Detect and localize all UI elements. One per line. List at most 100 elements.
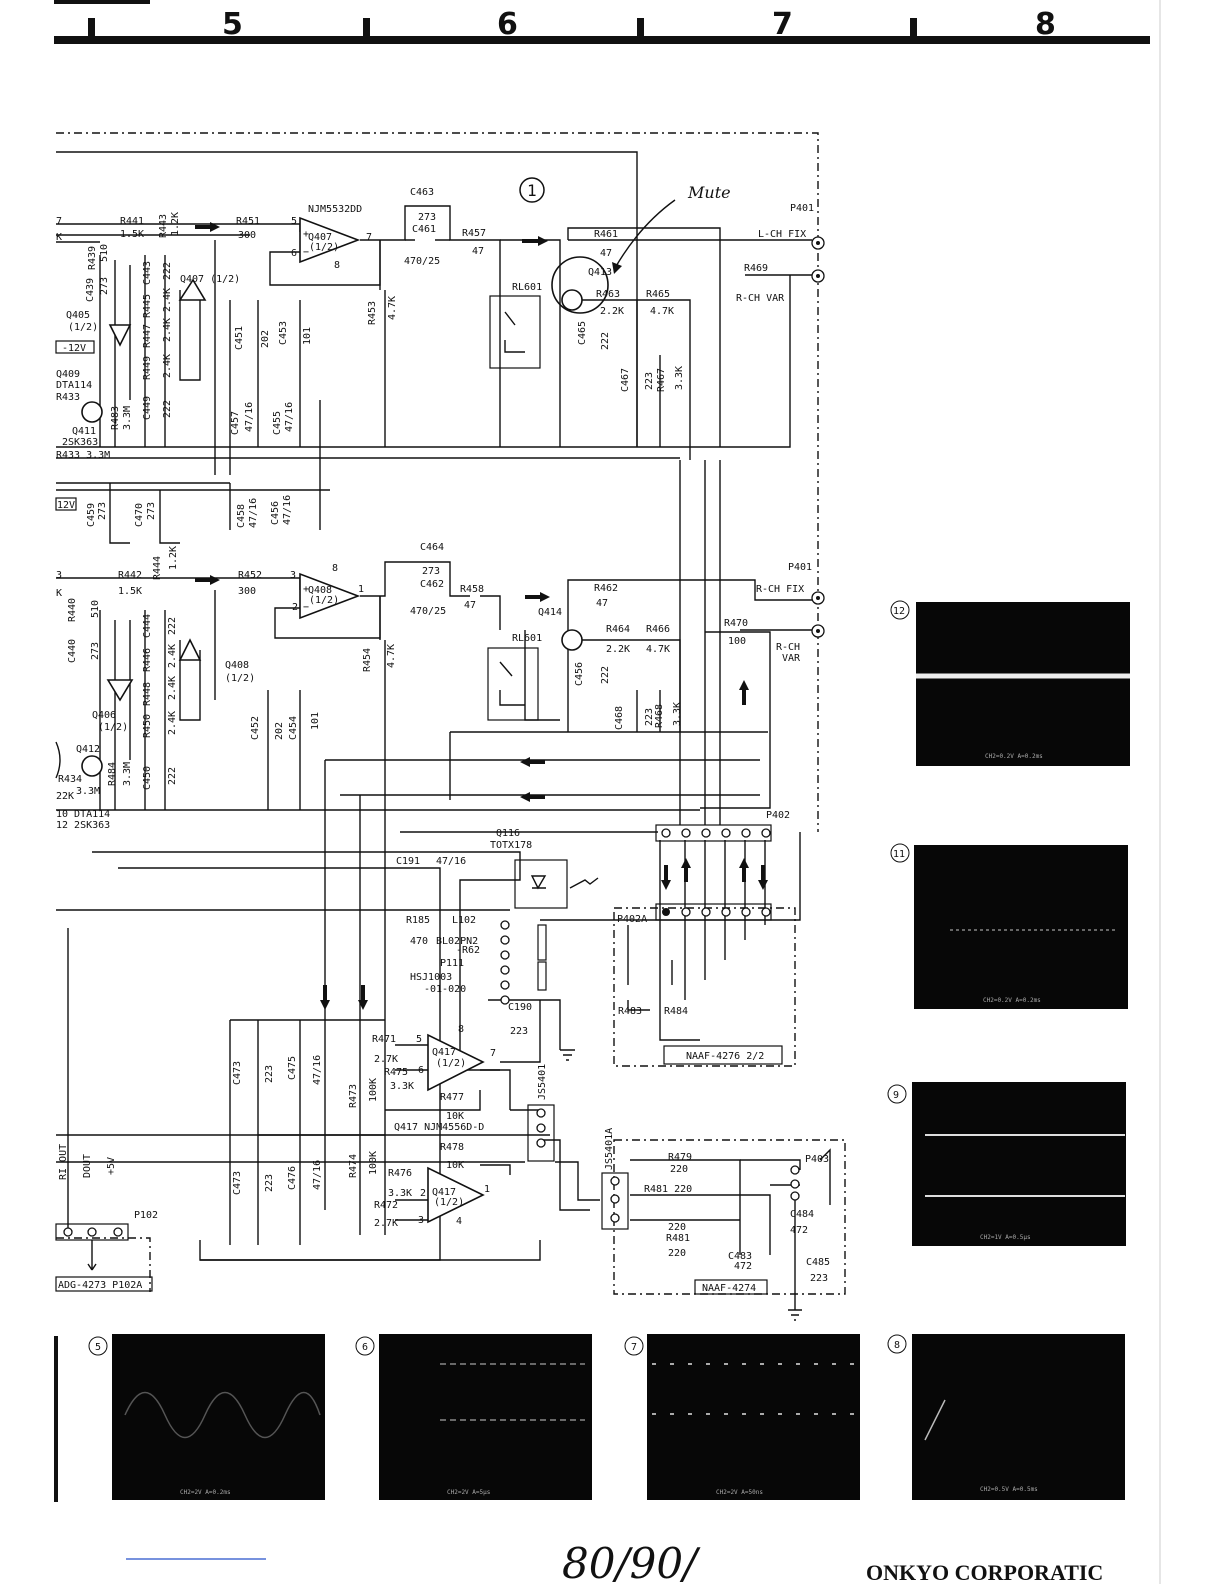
c464-ref: C464	[420, 542, 444, 553]
naaf-4276-label: NAAF-4276 2/2	[686, 1051, 764, 1062]
js5401a-ref: JS5401A	[604, 1128, 615, 1170]
svg-text:6: 6	[418, 1065, 424, 1076]
r484-val: 3.3M	[122, 762, 133, 786]
c440-ref: C440	[67, 639, 78, 663]
labels-bottom-channel: 3K R442 1.5K R444 1.2K R452 300 R440 510…	[56, 542, 812, 831]
q411-val: 2SK363	[62, 437, 98, 448]
r454-val: 4.7K	[386, 644, 397, 668]
transistor-q411	[81, 401, 103, 423]
c453-val: 101	[302, 327, 313, 345]
c467-val: 223	[644, 372, 655, 390]
c449-ref: C449	[142, 396, 153, 420]
c475-val: 47/16	[312, 1055, 323, 1085]
r453-val: 4.7K	[387, 296, 398, 320]
scope-9-mark: 9	[893, 1090, 899, 1101]
ic-q408-half: (1/2)	[309, 595, 339, 606]
r468-ref: R468	[654, 704, 665, 728]
r434-val2: 3.3M	[76, 786, 100, 797]
q411-ref: Q411	[72, 426, 96, 437]
rch-fix-label: R-CH FIX	[756, 584, 804, 595]
q408-half-ref: Q408	[225, 660, 249, 671]
r461-val: 47	[600, 248, 612, 259]
test-point-1: 1	[527, 181, 537, 200]
q413-ref: Q413	[588, 267, 612, 278]
c473b-ref: C473	[232, 1171, 243, 1195]
c455-val: 47/16	[284, 402, 295, 432]
ic-q408-ref: Q408	[308, 585, 332, 596]
mute-annotation	[612, 199, 676, 274]
q406-ref: Q406	[92, 710, 116, 721]
r463-val: 2.2K	[600, 306, 624, 317]
r449-ref: R449	[142, 356, 153, 380]
r450-ref: R450	[142, 714, 153, 738]
r476-val: 3.3K	[388, 1188, 412, 1199]
svg-text:7: 7	[490, 1048, 496, 1059]
c485-val: 223	[810, 1273, 828, 1284]
labels-top-channel: 7K R441 1.5K R443 1.2K R451 300 R439 510…	[55, 177, 814, 528]
r441-ref: R441	[120, 216, 144, 227]
svg-text:3: 3	[418, 1215, 424, 1226]
r447-ref: R447	[142, 324, 153, 348]
rs-out-label: RI OUT	[58, 1144, 69, 1180]
r467-val: 3.3K	[674, 366, 685, 390]
l102-val: BL02PN2	[436, 936, 478, 947]
c483-val: 472	[734, 1261, 752, 1272]
q417b-val: (1/2)	[434, 1197, 464, 1208]
hsj-val: -01-020	[424, 984, 466, 995]
c443-ref: C443	[142, 261, 153, 285]
c457-ref: C457	[230, 411, 241, 435]
r481b-ref: R481	[666, 1233, 690, 1244]
q412-ref: Q412	[76, 744, 100, 755]
c461-val: 470/25	[404, 256, 440, 267]
r465-ref: R465	[646, 289, 670, 300]
r448-ref: R448	[142, 682, 153, 706]
r469-ref: R469	[744, 263, 768, 274]
c462-ref: C462	[420, 579, 444, 590]
svg-text:7: 7	[56, 216, 62, 227]
c463-ref: C463	[410, 187, 434, 198]
company-name: ONKYO CORPORATIC	[866, 1560, 1103, 1584]
r452-ref: R452	[238, 570, 262, 581]
r471-val: 2.7K	[374, 1054, 398, 1065]
r474-ref: R474	[348, 1154, 359, 1178]
c456x-ref: C456	[270, 501, 281, 525]
r443-val: 1.2K	[170, 212, 181, 236]
r464-ref: R464	[606, 624, 630, 635]
r470-val: 100	[728, 636, 746, 647]
relay-rl601-bottom	[487, 647, 539, 721]
r457-ref: R457	[462, 228, 486, 239]
scope-12-mark: 12	[893, 606, 905, 617]
js5401-ref: JS5401	[537, 1064, 548, 1100]
svg-text:2: 2	[292, 602, 298, 613]
q116-val: TOTX178	[490, 840, 532, 851]
r484b-ref: R484	[664, 1006, 688, 1017]
r457-val: 47	[472, 246, 484, 257]
c475-ref: C475	[287, 1056, 298, 1080]
svg-text:7: 7	[366, 232, 372, 243]
r484-ref: R484	[107, 762, 118, 786]
r434-val1: 22K	[56, 791, 74, 802]
c470-val: 273	[146, 502, 157, 520]
ic-q407-ref: Q407	[308, 232, 332, 243]
c191-val: 47/16	[436, 856, 466, 867]
connector-p111	[500, 920, 547, 1005]
r433-3m: R433 3.3M	[56, 450, 110, 461]
r477-val: 10K	[446, 1111, 464, 1122]
l102-ref: L102	[452, 915, 476, 926]
column-label-8: 8	[1035, 7, 1056, 42]
adg-label: ADG-4273 P102A	[58, 1280, 142, 1291]
r448-val: 2.4K	[167, 676, 178, 700]
svg-text:K: K	[56, 232, 62, 243]
svg-text:−: −	[303, 247, 309, 258]
r475-ref: R475	[384, 1067, 408, 1078]
r449-val: 2.4K	[162, 354, 173, 378]
scope-12-readout: CH2=0.2V A=0.2ms	[985, 753, 1043, 760]
r478-val: 10K	[446, 1160, 464, 1171]
naaf-4274-label: NAAF-4274	[702, 1283, 756, 1294]
lch-fix-label: L-CH FIX	[758, 229, 806, 240]
r483b-ref: R483	[618, 1006, 642, 1017]
r185-val: 470	[410, 936, 428, 947]
labels-lower-section: P402 Q116 TOTX178 C191 47/16 R185 470 L1…	[55, 810, 830, 1295]
connector-p102	[55, 1223, 129, 1271]
ic-q407-part: NJM5532DD	[308, 204, 362, 215]
